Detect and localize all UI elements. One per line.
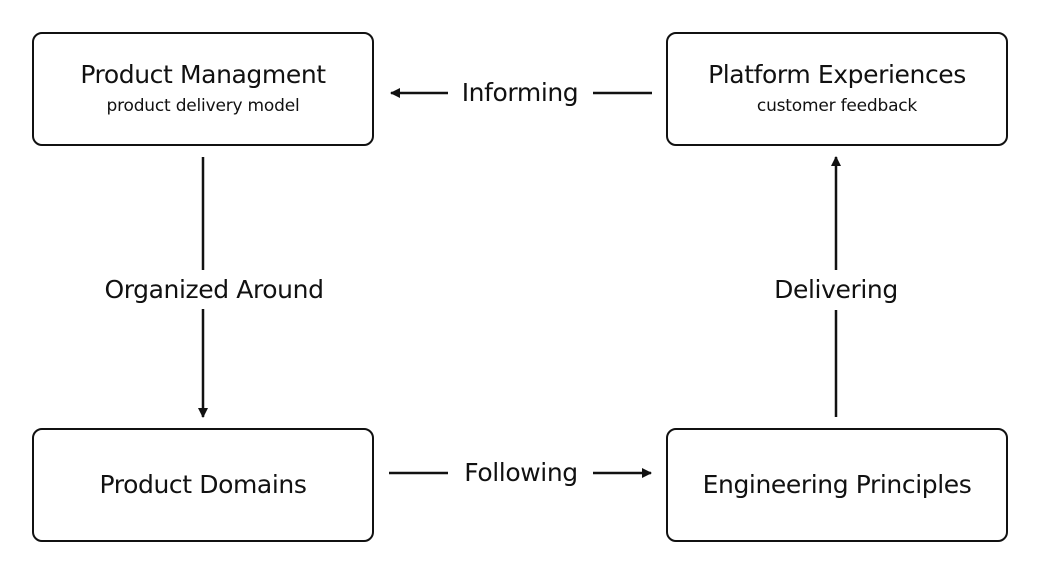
node-product-management: Product Managment product delivery model [32, 32, 374, 146]
node-product-management-title: Product Managment [80, 60, 326, 89]
edge-label-delivering: Delivering [774, 275, 898, 305]
node-product-domains: Product Domains [32, 428, 374, 542]
node-platform-experiences-subtitle: customer feedback [756, 96, 918, 116]
node-engineering-principles-title: Engineering Principles [702, 470, 972, 499]
node-product-domains-title: Product Domains [99, 470, 307, 499]
edge-label-informing: Informing [461, 78, 579, 108]
edge-label-organized-around: Organized Around [104, 275, 324, 305]
node-platform-experiences-title: Platform Experiences [708, 60, 966, 89]
edge-label-following: Following [464, 458, 578, 488]
node-product-management-subtitle: product delivery model [106, 96, 300, 116]
node-platform-experiences: Platform Experiences customer feedback [666, 32, 1008, 146]
node-engineering-principles: Engineering Principles [666, 428, 1008, 542]
